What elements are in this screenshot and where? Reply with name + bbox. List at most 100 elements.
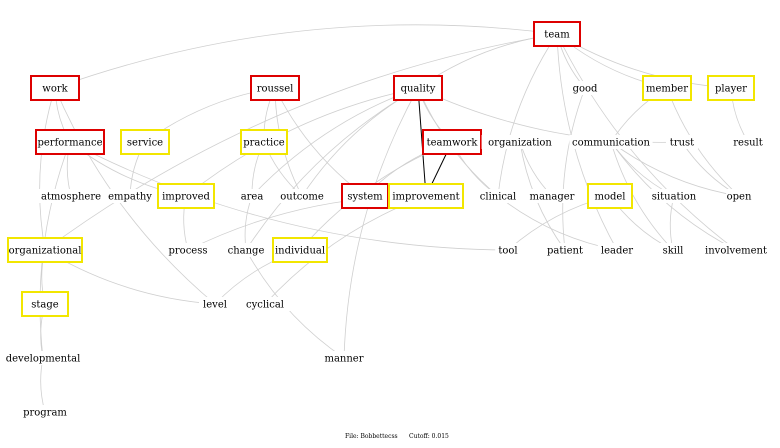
- node-outcome-label: outcome: [280, 192, 324, 203]
- footer-file-label: File: Bobbettecss: [345, 433, 398, 440]
- node-clinical: clinical: [472, 189, 524, 203]
- node-empathy-label: empathy: [108, 192, 152, 203]
- footer-cutoff-label: Cutoff: 0.015: [409, 433, 449, 440]
- node-good: good: [572, 81, 598, 95]
- node-result-backdrop: [728, 135, 768, 149]
- node-team: team: [533, 21, 581, 47]
- node-skill-backdrop: [657, 243, 689, 257]
- node-developmental: developmental: [1, 351, 85, 365]
- node-improved-label: improved: [162, 192, 210, 203]
- node-leader-backdrop: [597, 243, 637, 257]
- node-stage: stage: [21, 291, 69, 317]
- node-change-label: change: [228, 246, 265, 257]
- node-situation-backdrop: [645, 189, 703, 203]
- node-organizational: organizational: [7, 237, 83, 263]
- edge-communication-involvement: [610, 141, 737, 251]
- node-involvement-label: involvement: [705, 246, 767, 257]
- node-change: change: [226, 243, 266, 257]
- node-good-backdrop: [572, 81, 598, 95]
- node-service-box: [120, 129, 170, 155]
- node-level: level: [199, 297, 231, 311]
- node-quality: quality: [393, 75, 443, 101]
- node-area: area: [239, 189, 265, 203]
- node-result-label: result: [733, 138, 763, 149]
- node-performance-box: [35, 129, 105, 155]
- node-model-box: [587, 183, 633, 209]
- node-member-box: [642, 75, 692, 101]
- node-tool-backdrop: [495, 243, 521, 257]
- node-system: system: [341, 183, 389, 209]
- node-service: service: [120, 129, 170, 155]
- node-improved-box: [157, 183, 215, 209]
- edge-quality-outcome: [301, 87, 419, 197]
- node-quality-box: [393, 75, 443, 101]
- node-manner: manner: [324, 351, 364, 365]
- node-player-box: [707, 75, 755, 101]
- node-process-label: process: [169, 246, 208, 257]
- node-manager-backdrop: [529, 189, 575, 203]
- node-improvement-box: [388, 183, 464, 209]
- node-member-label: member: [646, 84, 688, 95]
- node-cyclical: cyclical: [239, 297, 291, 311]
- node-manner-label: manner: [324, 354, 363, 365]
- node-involvement: involvement: [700, 243, 772, 257]
- node-atmosphere: atmosphere: [39, 189, 103, 203]
- node-communication-backdrop: [569, 135, 653, 149]
- node-roussel-label: roussel: [257, 84, 294, 95]
- node-work: work: [30, 75, 80, 101]
- node-improved: improved: [157, 183, 215, 209]
- node-individual-label: individual: [275, 246, 325, 257]
- node-leader: leader: [597, 243, 637, 257]
- node-result: result: [728, 135, 768, 149]
- node-player-label: player: [715, 84, 747, 95]
- node-outcome-backdrop: [279, 189, 325, 203]
- node-organizational-label: organizational: [9, 246, 82, 257]
- node-work-box: [30, 75, 80, 101]
- node-member: member: [642, 75, 692, 101]
- node-process-backdrop: [165, 243, 211, 257]
- edge-good-patient: [562, 87, 586, 251]
- node-patient-label: patient: [547, 246, 583, 257]
- node-program-label: program: [23, 408, 67, 419]
- node-teamwork-box: [422, 129, 482, 155]
- node-trust-label: trust: [670, 138, 694, 149]
- edge-team-work: [54, 24, 558, 89]
- node-improvement: improvement: [388, 183, 464, 209]
- node-involvement-backdrop: [700, 243, 772, 257]
- edge-work-organizational: [39, 87, 56, 251]
- edge-quality-change: [245, 87, 419, 251]
- node-leader-label: leader: [601, 246, 633, 257]
- node-tool-label: tool: [498, 246, 517, 257]
- node-trust-backdrop: [666, 135, 698, 149]
- node-stage-label: stage: [31, 300, 59, 311]
- edge-organization-manager: [519, 141, 553, 197]
- edge-communication-skill: [610, 141, 674, 251]
- edge-work-level: [54, 87, 216, 305]
- node-open: open: [726, 189, 752, 203]
- node-change-backdrop: [226, 243, 266, 257]
- footer: File: Bobbettecss Cutoff: 0.015: [345, 433, 449, 440]
- node-improvement-label: improvement: [392, 192, 459, 203]
- node-roussel: roussel: [250, 75, 300, 101]
- node-tool: tool: [495, 243, 521, 257]
- edge-situation-skill: [669, 195, 675, 251]
- node-organization: organization: [481, 135, 559, 149]
- node-cyclical-label: cyclical: [246, 300, 284, 311]
- node-organization-backdrop: [481, 135, 559, 149]
- edge-team-clinical: [497, 33, 558, 197]
- node-good-label: good: [573, 84, 598, 95]
- node-empathy-backdrop: [107, 189, 153, 203]
- node-process: process: [165, 243, 211, 257]
- node-roussel-box: [250, 75, 300, 101]
- node-skill: skill: [657, 243, 689, 257]
- node-skill-label: skill: [663, 246, 684, 257]
- node-communication: communication: [569, 135, 653, 149]
- node-performance-label: performance: [37, 138, 102, 149]
- edge-team-involvement: [556, 33, 737, 251]
- node-open-label: open: [727, 192, 752, 203]
- node-developmental-backdrop: [1, 351, 85, 365]
- node-stage-box: [21, 291, 69, 317]
- node-teamwork: teamwork: [422, 129, 482, 155]
